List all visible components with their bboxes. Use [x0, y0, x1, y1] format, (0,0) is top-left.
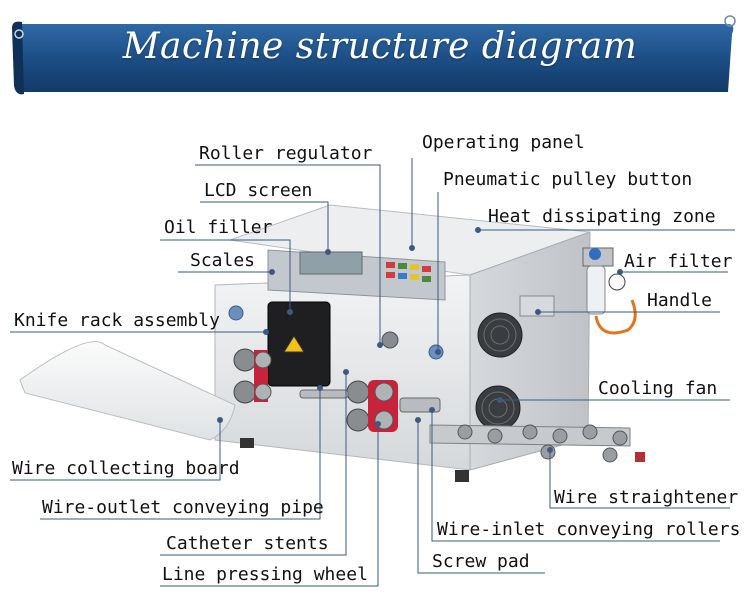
label-scales: Scales — [190, 250, 256, 271]
label-cooling-fan: Cooling fan — [598, 378, 718, 399]
label-knife-rack-assembly: Knife rack assembly — [14, 310, 220, 331]
leader-lines — [10, 158, 735, 587]
rollers-left — [233, 348, 272, 404]
outlet-pipe — [299, 389, 349, 399]
label-lcd-screen: LCD screen — [204, 180, 313, 201]
roller-regulator-knob — [381, 331, 399, 349]
fan-upper — [477, 312, 523, 358]
side-handle — [519, 295, 555, 317]
label-wire-inlet-conveying-rollers: Wire-inlet conveying rollers — [437, 519, 741, 540]
title-banner — [12, 15, 736, 95]
label-wire-collecting-board: Wire collecting board — [12, 458, 240, 479]
label-screw-pad: Screw pad — [432, 551, 530, 572]
label-operating-panel: Operating panel — [422, 132, 585, 153]
label-catheter-stents: Catheter stents — [166, 533, 329, 554]
label-line-pressing-wheel: Line pressing wheel — [162, 564, 368, 585]
air-filter-unit — [582, 247, 637, 335]
keypad-buttons — [386, 262, 431, 282]
label-roller-regulator: Roller regulator — [199, 143, 373, 164]
label-handle: Handle — [647, 290, 713, 311]
wire-straightener-rail — [429, 424, 645, 463]
label-pneumatic-pulley-button: Pneumatic pulley button — [443, 169, 693, 190]
lcd-screen — [299, 251, 363, 275]
fan-lower — [475, 385, 521, 431]
label-oil-filler: Oil filler — [164, 217, 273, 238]
left-knob — [228, 305, 244, 321]
label-air-filter: Air filter — [624, 251, 733, 272]
page-title: Machine structure diagram — [122, 26, 638, 67]
label-wire-straightener: Wire straightener — [554, 487, 739, 508]
label-wire-outlet-conveying-pipe: Wire-outlet conveying pipe — [42, 497, 324, 518]
label-heat-dissipating-zone: Heat dissipating zone — [488, 206, 716, 227]
wire-collecting-board — [19, 341, 236, 441]
